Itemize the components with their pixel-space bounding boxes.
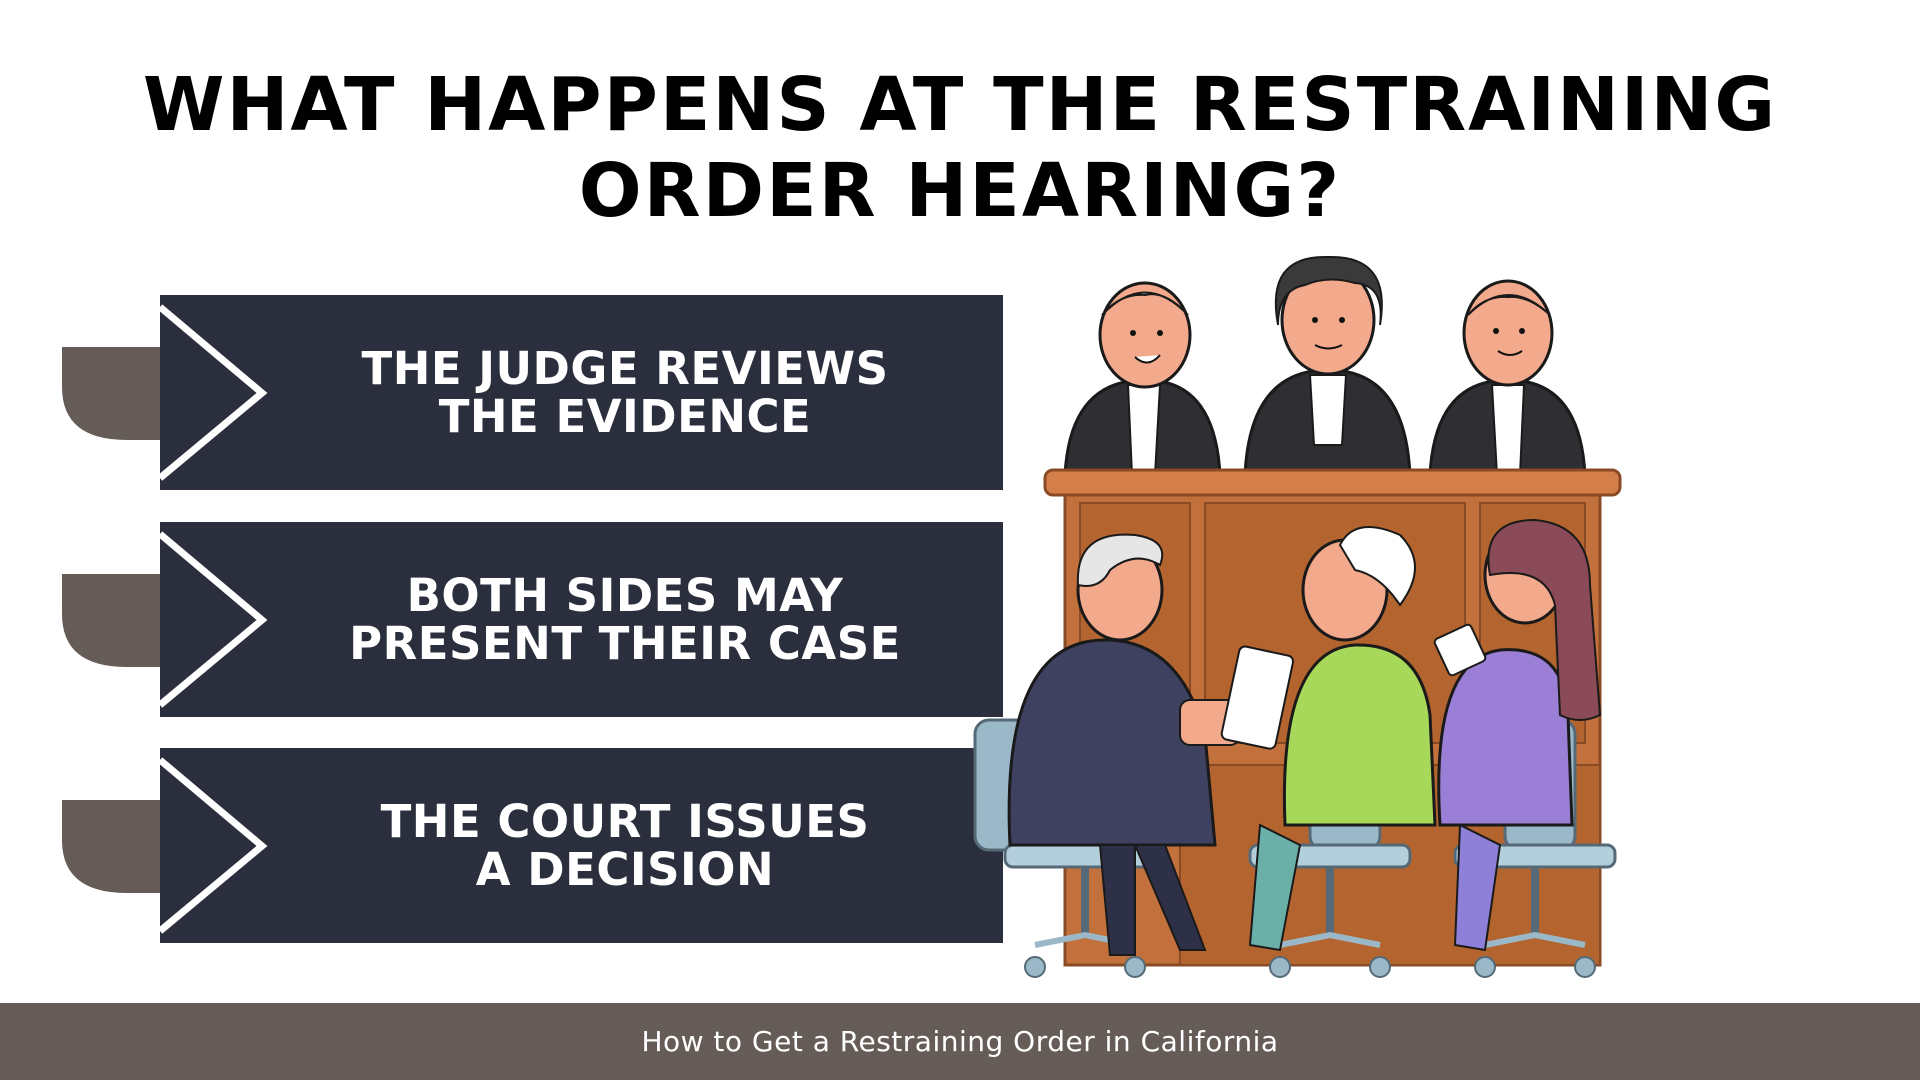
page-title-line-2: ORDER HEARING? <box>578 148 1342 234</box>
step-label: THE COURT ISSUES A DECISION <box>280 748 970 943</box>
judge-right-icon <box>1428 279 1587 477</box>
step-label-line-2: THE EVIDENCE <box>438 389 812 443</box>
footer-bar: How to Get a Restraining Order in Califo… <box>0 1003 1920 1080</box>
step-label-line-2: A DECISION <box>475 842 775 896</box>
page-title: WHAT HAPPENS AT THE RESTRAINING ORDER HE… <box>0 62 1920 234</box>
step-label-line-1: THE COURT ISSUES <box>380 794 870 848</box>
footer-caption: How to Get a Restraining Order in Califo… <box>641 1025 1279 1058</box>
woman-icon <box>1433 518 1602 952</box>
step-arrow-banner <box>62 522 1003 717</box>
paper-left-icon <box>1220 645 1295 750</box>
step-label-line-1: BOTH SIDES MAY <box>406 568 844 622</box>
page-title-line-1: WHAT HAPPENS AT THE RESTRAINING <box>142 62 1778 148</box>
step-label-line-1: THE JUDGE REVIEWS <box>361 341 889 395</box>
chevron-right-icon <box>157 757 268 934</box>
step-label: BOTH SIDES MAY PRESENT THEIR CASE <box>280 522 970 717</box>
judge-left-icon <box>1063 281 1222 477</box>
judge-center-icon <box>1243 255 1412 477</box>
step-judge-reviews: THE JUDGE REVIEWS THE EVIDENCE <box>0 295 1010 490</box>
step-arrow-banner <box>62 295 1003 490</box>
arrow-tab-icon <box>62 800 165 893</box>
step-label-line-2: PRESENT THEIR CASE <box>349 616 901 670</box>
courtroom-illustration <box>973 255 1622 978</box>
older-man-icon <box>1248 526 1437 952</box>
chevron-right-icon <box>157 304 268 481</box>
step-both-sides: BOTH SIDES MAY PRESENT THEIR CASE <box>0 522 1010 717</box>
arrow-tab-icon <box>62 574 165 667</box>
chevron-right-icon <box>157 531 268 708</box>
step-court-decision: THE COURT ISSUES A DECISION <box>0 748 1010 943</box>
arrow-tab-icon <box>62 347 165 440</box>
lawyer-man-icon <box>1007 533 1241 956</box>
step-label: THE JUDGE REVIEWS THE EVIDENCE <box>280 295 970 490</box>
step-arrow-banner <box>62 748 1003 943</box>
